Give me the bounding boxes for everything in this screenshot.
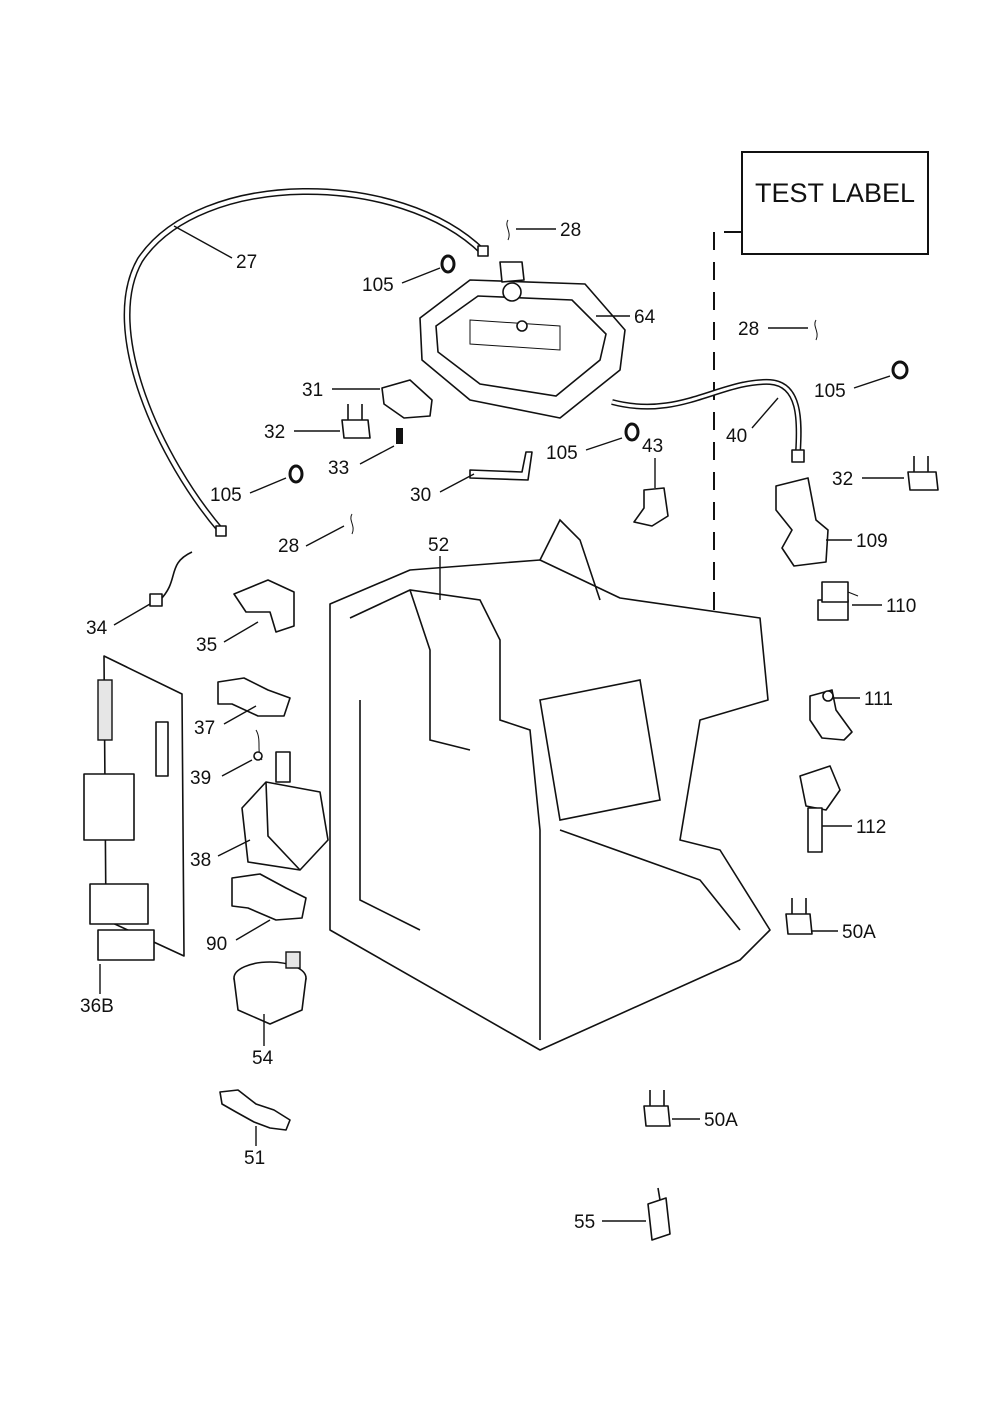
callout-105-mid: 105 (546, 443, 578, 464)
part-54-flowmeter (233, 951, 307, 1025)
leader-105-mid (585, 437, 623, 451)
part-105-oring-right (891, 360, 909, 380)
callout-50a-lower: 50A (704, 1110, 738, 1131)
part-27-hose (123, 188, 489, 537)
part-35-valve (233, 579, 295, 633)
part-52-frame (329, 518, 771, 1051)
leader-38 (217, 839, 251, 857)
part-55-connector (647, 1187, 671, 1241)
part-28-clip-right (814, 319, 818, 341)
leader-35 (223, 621, 259, 643)
part-34-sensor (149, 551, 193, 607)
leader-105-right (853, 375, 891, 389)
part-111-sensor (809, 689, 853, 741)
callout-50a-upper: 50A (842, 922, 876, 943)
callout-36b: 36B (80, 996, 114, 1017)
callout-90: 90 (206, 934, 227, 955)
callout-31: 31 (302, 380, 323, 401)
callout-30: 30 (410, 485, 431, 506)
callout-105-top: 105 (362, 275, 394, 296)
leader-105-top (401, 267, 441, 284)
callout-112: 112 (856, 817, 886, 838)
callout-109: 109 (856, 531, 888, 552)
callout-32-right: 32 (832, 469, 853, 490)
part-28-clip-mid (350, 513, 354, 535)
part-28-clip-top (506, 219, 510, 241)
callout-39: 39 (190, 768, 211, 789)
callout-52: 52 (428, 535, 449, 556)
callout-40: 40 (726, 426, 747, 447)
callout-37: 37 (194, 718, 215, 739)
part-37-bracket (217, 677, 291, 717)
callout-27: 27 (236, 252, 257, 273)
part-105-oring-left (288, 464, 304, 484)
test-label-box: TEST LABEL (741, 151, 929, 255)
part-90-bracket (231, 873, 307, 921)
callout-34: 34 (86, 618, 108, 639)
leader-40 (751, 397, 779, 429)
part-112-valve (799, 765, 841, 853)
callout-28-mid: 28 (278, 536, 299, 557)
part-109-valve (775, 477, 829, 567)
leader-34 (113, 603, 151, 626)
part-40-tube (611, 378, 805, 463)
leader-37 (223, 705, 257, 725)
dashed-separator (713, 231, 742, 640)
test-label-text: TEST LABEL (755, 178, 915, 208)
callout-105-left: 105 (210, 485, 242, 506)
part-31-switch (381, 379, 433, 419)
callout-110: 110 (886, 596, 916, 617)
callout-35: 35 (196, 635, 217, 656)
part-110-solenoid (817, 581, 859, 621)
part-50a-connector-lower (643, 1090, 671, 1127)
part-39-fuse-head (253, 751, 263, 761)
callout-55: 55 (574, 1212, 595, 1233)
leader-28-mid (305, 525, 345, 547)
callout-28-right: 28 (738, 319, 759, 340)
callout-38: 38 (190, 850, 211, 871)
leader-90 (235, 919, 271, 941)
part-50a-connector-upper (785, 898, 813, 935)
callout-111: 111 (864, 689, 893, 710)
part-32-connector-left (341, 404, 371, 439)
leader-33 (359, 445, 395, 465)
part-38-pump (241, 751, 329, 871)
part-30-rod (469, 451, 533, 481)
part-33-spring (396, 428, 403, 444)
part-36b-pcb (83, 655, 185, 961)
callout-32-left: 32 (264, 422, 285, 443)
part-51-valve (219, 1089, 291, 1131)
callout-54: 54 (252, 1048, 274, 1069)
part-105-oring-top (440, 254, 456, 274)
callout-33: 33 (328, 458, 349, 479)
part-43-bracket (633, 487, 669, 527)
part-32-connector-right (907, 456, 939, 491)
part-105-oring-mid (624, 422, 640, 442)
leader-105-left (249, 477, 287, 494)
leader-39 (221, 759, 253, 777)
callout-28-top: 28 (560, 220, 581, 241)
leader-30 (439, 473, 475, 493)
part-64-cover (419, 261, 626, 419)
leader-27 (173, 225, 233, 259)
callout-43: 43 (642, 436, 663, 457)
callout-51: 51 (244, 1148, 265, 1169)
callout-64: 64 (634, 307, 656, 328)
callout-105-right: 105 (814, 381, 846, 402)
